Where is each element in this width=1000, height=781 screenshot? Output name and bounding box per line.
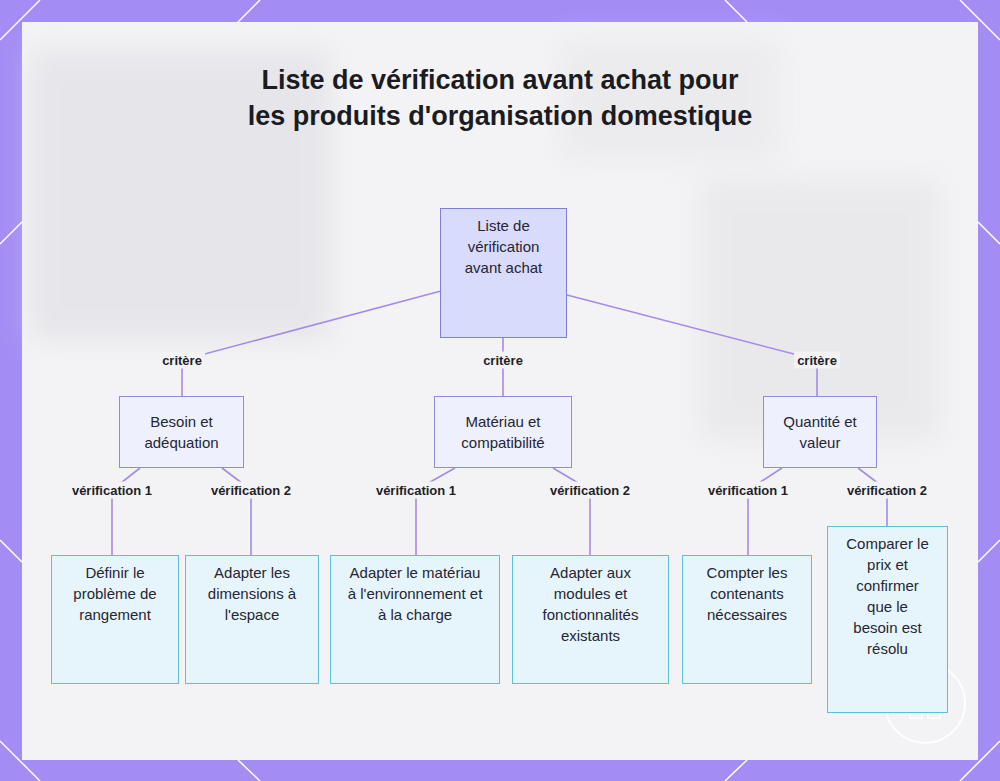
edge-label: vérification 1 xyxy=(373,482,459,499)
criterion-box: Quantité et valeur xyxy=(763,396,877,468)
diagonal-line xyxy=(978,222,1000,244)
criterion-box: Besoin et adéquation xyxy=(119,396,244,468)
diagram-title: Liste de vérification avant achat pour l… xyxy=(240,62,760,134)
check-box: Comparer le prix et confirmer que le bes… xyxy=(827,526,948,713)
node-text: Besoin et adéquation xyxy=(132,411,231,453)
check-box: Adapter le matériau à l'environnement et… xyxy=(330,555,500,684)
edge-label: vérification 2 xyxy=(547,482,633,499)
diagonal-line xyxy=(725,760,747,781)
edge-label: vérification 1 xyxy=(69,482,155,499)
diagonal-line xyxy=(0,222,22,244)
diagonal-line xyxy=(238,0,260,22)
node-text: Adapter les dimensions à l'espace xyxy=(202,562,302,625)
node-text: Quantité et valeur xyxy=(776,411,864,453)
check-box: Compter les contenants nécessaires xyxy=(682,555,812,684)
node-text: Adapter aux modules et fonctionnalités e… xyxy=(529,562,652,646)
diagonal-line xyxy=(960,0,1000,40)
diagonal-line xyxy=(0,741,40,781)
check-box: Définir le problème de rangement xyxy=(51,555,179,684)
edge-label: critère xyxy=(480,352,526,369)
node-text: Définir le problème de rangement xyxy=(68,562,162,625)
edge-label: vérification 2 xyxy=(844,482,930,499)
blurred-photo xyxy=(30,40,940,440)
node-text: Adapter le matériau à l'environnement et… xyxy=(347,562,483,625)
node-text: Comparer le prix et confirmer que le bes… xyxy=(844,533,931,659)
node-text: Matériau et compatibilité xyxy=(447,411,559,453)
node-text: Liste de vérification avant achat xyxy=(459,215,548,278)
diagonal-line xyxy=(238,760,260,781)
node-text: Compter les contenants nécessaires xyxy=(699,562,795,625)
diagonal-line xyxy=(0,540,22,562)
connector-line xyxy=(182,291,440,396)
check-box: Adapter aux modules et fonctionnalités e… xyxy=(512,555,669,684)
check-box: Adapter les dimensions à l'espace xyxy=(185,555,319,684)
diagonal-line xyxy=(960,741,1000,781)
criterion-box: Matériau et compatibilité xyxy=(434,396,572,468)
diagonal-line xyxy=(978,540,1000,562)
blurred-shape xyxy=(560,40,780,160)
root-box: Liste de vérification avant achat xyxy=(440,208,567,338)
ground-panel xyxy=(22,22,978,760)
edge-label: vérification 1 xyxy=(705,482,791,499)
connector-line xyxy=(567,295,817,396)
diagonal-line xyxy=(725,0,747,22)
edge-label: vérification 2 xyxy=(208,482,294,499)
edge-label: critère xyxy=(794,352,840,369)
edge-label: critère xyxy=(159,352,205,369)
diagonal-line xyxy=(0,0,40,40)
